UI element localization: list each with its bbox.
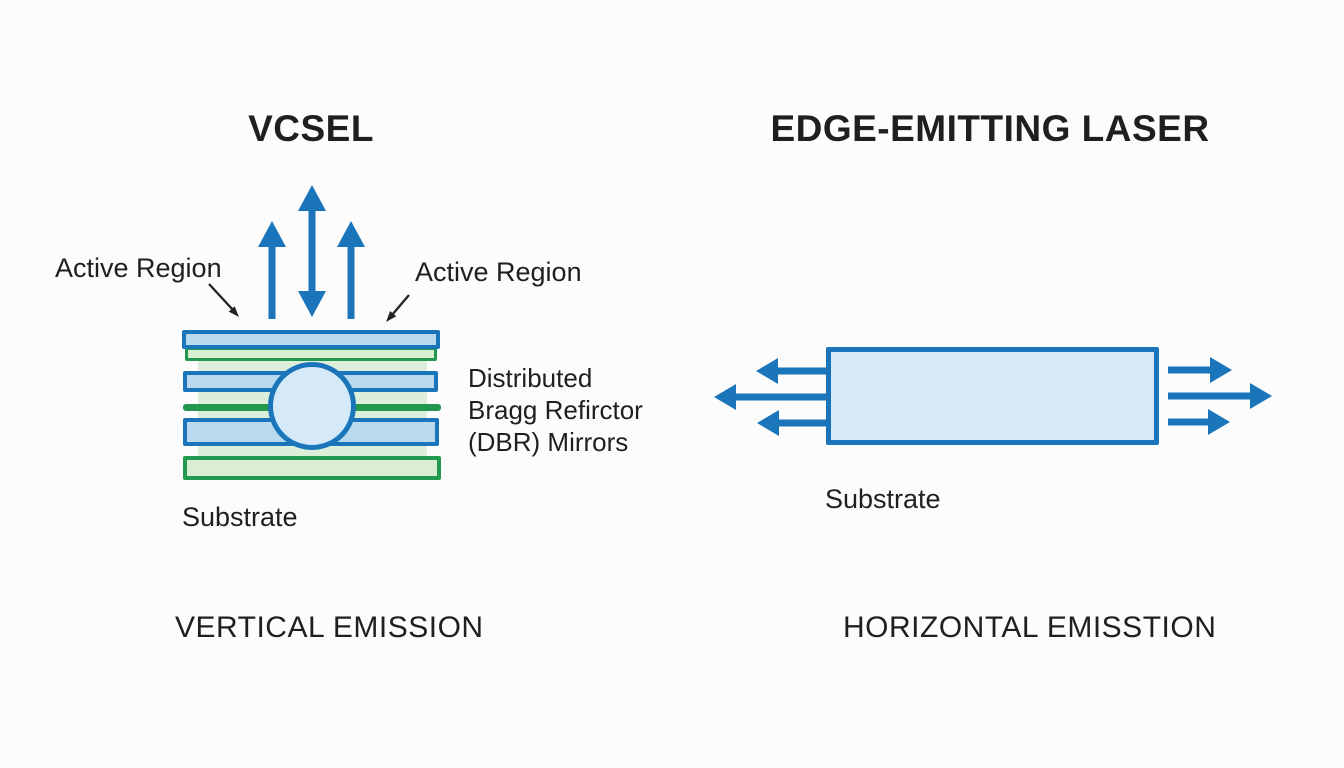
vcsel-structure — [182, 330, 441, 480]
emission-right-arrow-middle-icon — [1168, 383, 1272, 409]
emission-left-arrow-middle-icon — [714, 384, 826, 410]
annotation-arrow-right-icon — [386, 294, 410, 322]
active-region-circle — [268, 362, 356, 450]
edge-laser-title: EDGE-EMITTING LASER — [770, 108, 1210, 149]
emission-right-arrow-bottom-icon — [1168, 409, 1230, 435]
substrate-layer — [183, 456, 441, 480]
emission-up-down-arrow-icon — [298, 185, 326, 317]
dbr-caption-line-1: Distributed — [468, 363, 593, 393]
dbr-caption-line-2: Bragg Refirctor — [468, 395, 643, 425]
mirror-layer-green-1 — [185, 347, 437, 361]
horizontal-emission-label: HORIZONTAL EMISSTION — [843, 611, 1217, 644]
emission-left-arrow-top-icon — [756, 358, 826, 384]
emission-up-arrow-left-icon — [258, 221, 286, 319]
emission-left-arrow-bottom-icon — [757, 410, 826, 436]
vertical-emission-label: VERTICAL EMISSION — [175, 611, 484, 644]
active-region-label-left: Active Region — [55, 253, 222, 283]
mirror-layer-blue-1 — [182, 330, 440, 349]
emission-up-arrow-right-icon — [337, 221, 365, 319]
annotation-arrow-left-icon — [208, 283, 239, 317]
substrate-label-left: Substrate — [182, 502, 298, 532]
substrate-label-right: Substrate — [825, 484, 941, 514]
dbr-mirrors-caption: Distributed Bragg Refirctor (DBR) Mirror… — [468, 362, 643, 458]
active-region-label-right: Active Region — [415, 257, 582, 287]
dbr-caption-line-3: (DBR) Mirrors — [468, 427, 629, 457]
emission-right-arrow-top-icon — [1168, 357, 1232, 383]
vcsel-title: VCSEL — [248, 108, 374, 149]
edge-laser-body — [826, 347, 1159, 445]
